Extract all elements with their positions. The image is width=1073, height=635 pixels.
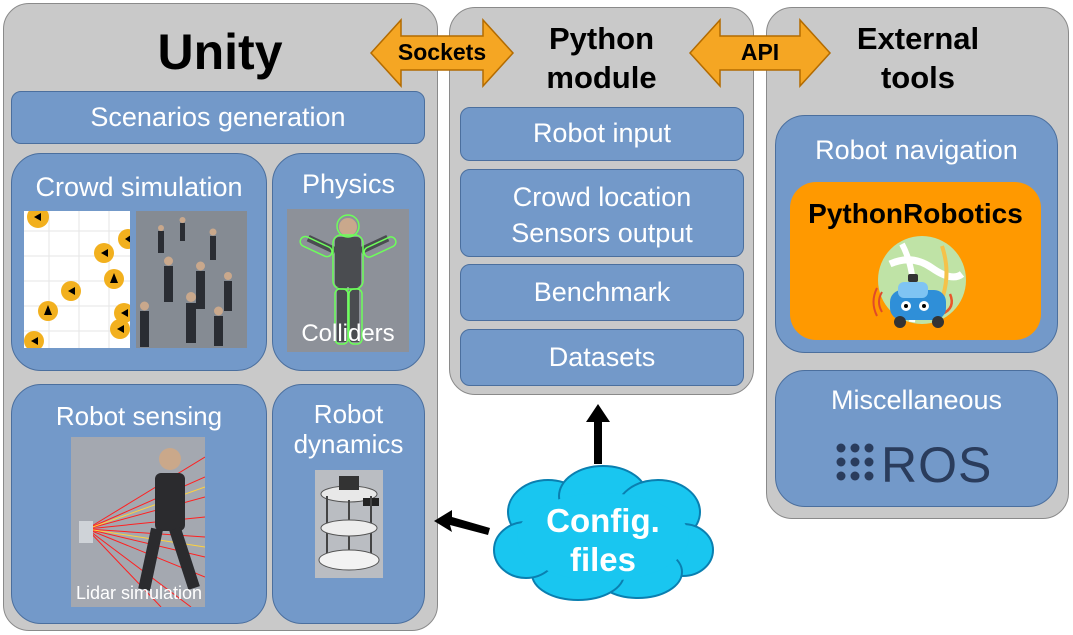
robot-input-box: Robot input (460, 107, 744, 161)
crowd-sim-3d-view (136, 211, 247, 348)
lidar-scene-graphic (71, 437, 205, 607)
python-robotics-logo (872, 234, 972, 332)
api-label: API (740, 39, 780, 65)
external-title-line1: External (856, 21, 980, 56)
crowd-simulation-label: Crowd simulation (35, 172, 243, 202)
colliders-figure-graphic (287, 209, 409, 352)
benchmark-box: Benchmark (460, 264, 744, 321)
crowd-sim-2d-view (24, 211, 130, 348)
sensors-output-label: Sensors output (511, 218, 693, 248)
ros-dots-icon (836, 443, 874, 481)
ros-text: ROS (881, 437, 993, 493)
external-title-line2: tools (880, 60, 956, 95)
physics-label: Physics (301, 169, 396, 199)
robot-dynamics-image (315, 470, 383, 578)
crowd-location-label: Crowd location (512, 182, 692, 212)
python-title-line2: module (546, 60, 657, 95)
miscellaneous-box (775, 370, 1058, 507)
colliders-label: Colliders (301, 320, 395, 347)
config-label-line1: Config. (546, 502, 660, 539)
robot-sensing-image (71, 437, 205, 607)
sockets-double-arrow (369, 18, 515, 88)
robot-navigation-label: Robot navigation (815, 135, 1018, 165)
miscellaneous-label: Miscellaneous (830, 385, 1003, 415)
turtlebot-graphic (315, 470, 383, 578)
config-label-line2: files (569, 541, 637, 578)
api-double-arrow (688, 18, 832, 88)
pedestrians-graphic (136, 211, 247, 348)
config-to-python-arrow (586, 404, 610, 464)
config-files-cloud (493, 465, 714, 601)
datasets-box: Datasets (460, 329, 744, 386)
robot-sensing-label: Robot sensing (55, 401, 223, 431)
crowd-location-sensors-box (460, 169, 744, 257)
lidar-simulation-label: Lidar simulation (75, 583, 203, 603)
robot-dynamics-label-line2: dynamics (293, 429, 404, 459)
scenarios-generation-box: Scenarios generation (11, 91, 425, 144)
config-to-unity-arrow (434, 510, 490, 535)
robot-car-icon (872, 236, 966, 328)
unity-title: Unity (157, 24, 283, 80)
python-robotics-label: PythonRobotics (808, 198, 1023, 229)
agents-2d-graphic (24, 211, 130, 348)
ros-logo: ROS (835, 437, 995, 493)
python-title-line1: Python (548, 21, 655, 56)
sockets-label: Sockets (397, 39, 487, 65)
physics-image (287, 209, 409, 352)
robot-dynamics-label-line1: Robot (313, 399, 384, 429)
